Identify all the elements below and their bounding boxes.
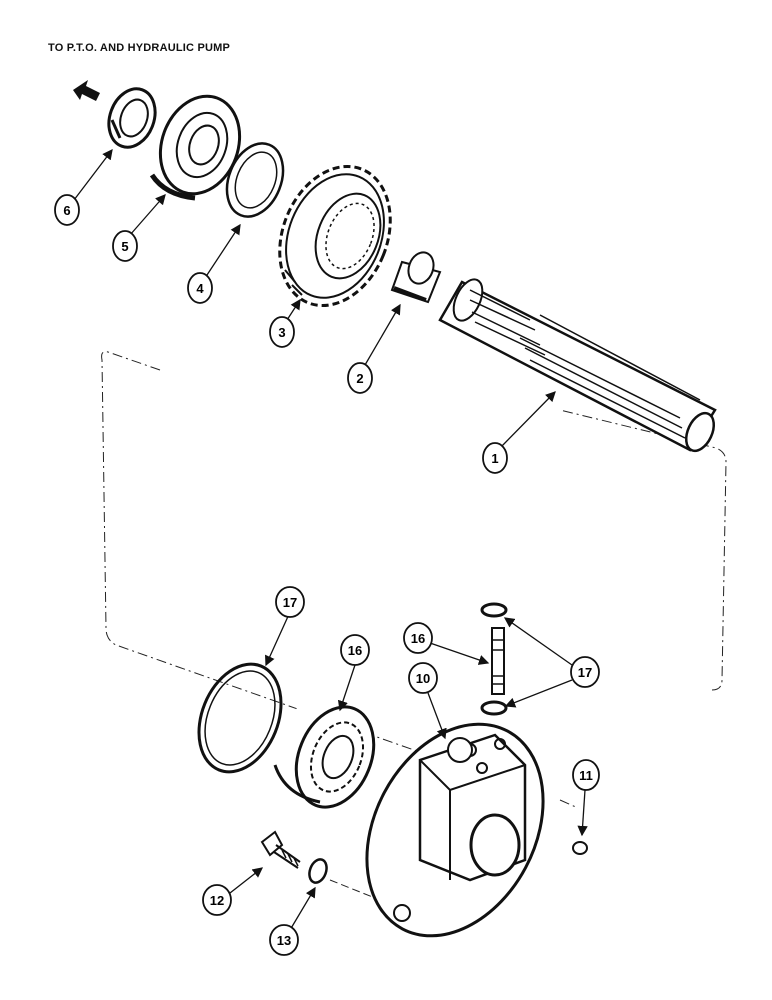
callout-5: 5 <box>112 230 138 262</box>
callout-16: 16 <box>403 622 433 654</box>
svg-text:10: 10 <box>416 671 430 686</box>
svg-text:6: 6 <box>63 203 70 218</box>
callout-17: 17 <box>570 656 600 688</box>
part-11-plug <box>572 841 588 855</box>
part-16-stud <box>491 627 505 695</box>
part-17-o-rings <box>480 602 508 716</box>
bolt-guide-line <box>329 879 381 901</box>
callout-2: 2 <box>347 362 373 394</box>
diagram-header: TO P.T.O. AND HYDRAULIC PUMP <box>48 42 231 54</box>
part-12-bolt <box>260 830 301 869</box>
assembly-guide-line <box>101 351 727 809</box>
part-2-bushing <box>390 251 442 304</box>
callout-10: 10 <box>408 662 438 694</box>
callout-17-label: 17 <box>578 665 592 680</box>
svg-text:16: 16 <box>348 643 362 658</box>
svg-text:5: 5 <box>121 239 128 254</box>
part-3-gear <box>278 164 392 308</box>
callout-4: 4 <box>187 272 213 304</box>
svg-text:1: 1 <box>491 451 498 466</box>
callout-3: 3 <box>269 316 295 348</box>
svg-text:11: 11 <box>579 768 593 783</box>
part-15-snap-ring <box>197 662 283 774</box>
part-1-shaft <box>438 278 717 453</box>
callout-14: 16 <box>340 634 370 666</box>
callout-16-label: 16 <box>411 631 425 646</box>
svg-text:4: 4 <box>196 281 204 296</box>
part-6-ring <box>107 87 157 149</box>
callout-13: 13 <box>269 924 299 956</box>
part-14-bearing <box>272 700 376 809</box>
leader-lines <box>73 148 588 931</box>
part-13-lock-washer <box>308 858 328 884</box>
part-5-bearing <box>149 94 242 201</box>
svg-text:3: 3 <box>278 325 285 340</box>
direction-arrow-icon <box>73 80 100 101</box>
callout-6: 6 <box>54 194 80 226</box>
svg-text:17: 17 <box>283 595 297 610</box>
svg-text:2: 2 <box>356 371 363 386</box>
svg-text:13: 13 <box>277 933 291 948</box>
callout-15: 17 <box>275 586 305 618</box>
callout-11: 11 <box>572 759 600 791</box>
callout-12: 12 <box>202 884 232 916</box>
part-4-washer <box>225 142 285 218</box>
part-10-housing <box>365 722 545 938</box>
callout-1: 1 <box>482 442 508 474</box>
svg-text:12: 12 <box>210 893 224 908</box>
